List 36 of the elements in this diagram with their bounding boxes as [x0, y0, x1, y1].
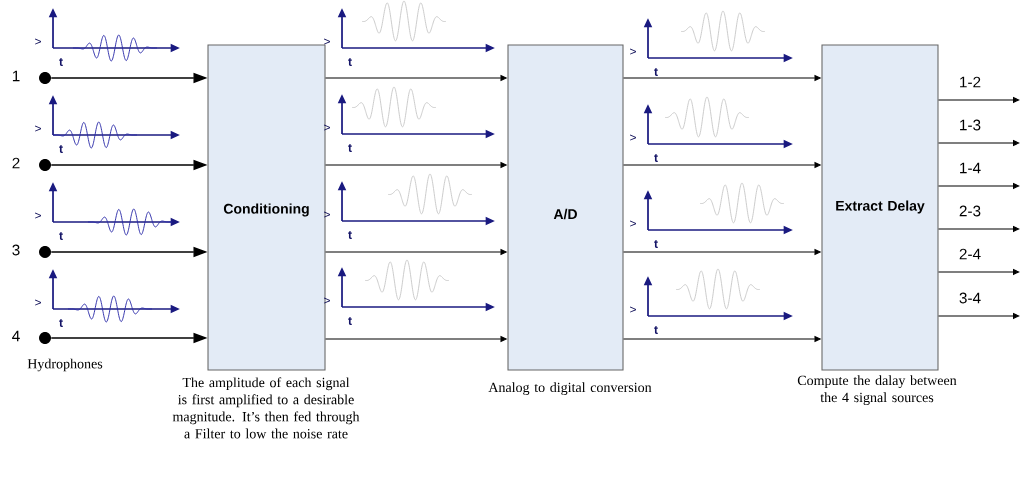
- axis-label: >: [35, 125, 41, 132]
- axis-label: >: [35, 38, 41, 45]
- axis-label: t: [59, 319, 63, 327]
- number-label: 2: [12, 157, 20, 169]
- axis-label: >: [35, 212, 41, 219]
- axis-label: t: [348, 144, 352, 152]
- node-label: The amplitude of each signal is first amplified to a desirable magnitude. It’s then fed through a Filter to low the noise rate: [172, 377, 360, 439]
- axis-label: >: [324, 124, 330, 131]
- edge-label: 3-4: [957, 291, 983, 305]
- axis-label: t: [59, 232, 63, 240]
- axis-label: >: [324, 38, 330, 45]
- number-label: 3: [12, 244, 20, 256]
- edge-label: 2-3: [957, 204, 983, 218]
- axis-label: >: [35, 299, 41, 306]
- axis-label: t: [348, 58, 352, 66]
- process-box: Extract Delay: [821, 44, 939, 371]
- number-label: 1: [12, 70, 20, 82]
- axis-label: t: [59, 58, 63, 66]
- node-label: Compute the dalay between the 4 signal sources: [797, 375, 957, 406]
- number-label: 4: [12, 330, 20, 342]
- axis-label: t: [59, 145, 63, 153]
- edge-label: 1-2: [957, 75, 983, 89]
- axis-label: t: [348, 317, 352, 325]
- axis-label: t: [348, 231, 352, 239]
- axis-label: >: [324, 297, 330, 304]
- edge-label: 1-4: [957, 161, 983, 175]
- node-label: Analog to digital conversion: [488, 382, 652, 395]
- axis-label: t: [654, 154, 658, 162]
- axis-label: >: [324, 211, 330, 218]
- caption: Hydrophones: [27, 358, 103, 372]
- edge-label: 2-4: [957, 247, 983, 261]
- edge-label: 1-3: [957, 118, 983, 132]
- axis-label: t: [654, 68, 658, 76]
- axis-label: t: [654, 240, 658, 248]
- axis-label: t: [654, 326, 658, 334]
- process-box: A/D: [507, 44, 624, 371]
